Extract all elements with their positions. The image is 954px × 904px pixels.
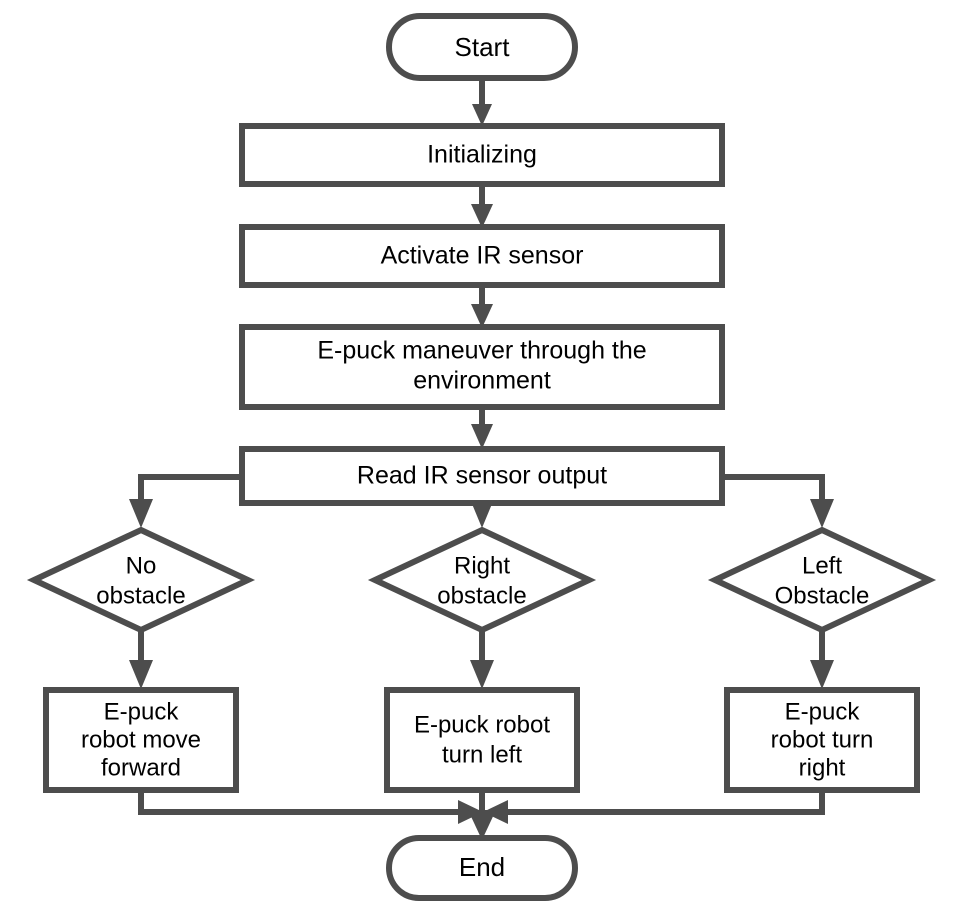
action-turn-left-label-line2: turn left	[442, 741, 522, 768]
maneuver-shape	[239, 324, 725, 410]
node-end[interactable]: End	[386, 835, 578, 901]
node-action-move-forward[interactable]: E-puck robot move forward	[43, 687, 239, 793]
end-label: End	[459, 852, 505, 882]
node-maneuver[interactable]: E-puck maneuver through the environment	[239, 324, 725, 410]
maneuver-label-line2: environment	[413, 367, 551, 395]
decision-right-obstacle-label-line2: obstacle	[437, 582, 526, 609]
action-turn-right-label-line1: E-puck	[785, 698, 861, 725]
read-ir-shape	[239, 446, 725, 506]
decision-right-obstacle-shape	[367, 526, 597, 634]
edge-decision-no-to-action-forward	[129, 630, 153, 689]
start-shape	[386, 13, 578, 81]
edge-start-to-initializing	[472, 78, 492, 126]
decision-no-obstacle-shape	[26, 526, 256, 634]
action-move-forward-label-line2: robot move	[81, 726, 201, 753]
start-label: Start	[455, 32, 511, 62]
edge-action-turn-right-to-end	[483, 790, 825, 824]
action-turn-right-shape	[724, 687, 920, 793]
node-decision-no-obstacle[interactable]: No obstacle	[26, 526, 256, 634]
initializing-label: Initializing	[427, 141, 537, 169]
end-shape	[386, 835, 578, 901]
edge-decision-right-to-action-turn-left	[470, 630, 494, 689]
maneuver-label-line1: E-puck maneuver through the	[317, 337, 646, 365]
node-decision-left-obstacle[interactable]: Left Obstacle	[707, 526, 937, 634]
action-move-forward-label-line1: E-puck	[104, 698, 180, 725]
edge-read-ir-to-decision-no	[129, 474, 242, 528]
edge-activate-ir-to-maneuver	[471, 285, 493, 328]
node-read-ir-sensor-output[interactable]: Read IR sensor output	[239, 446, 725, 506]
decision-left-obstacle-label-line2: Obstacle	[775, 582, 870, 609]
node-start[interactable]: Start	[386, 13, 578, 81]
node-action-turn-left[interactable]: E-puck robot turn left	[384, 687, 580, 793]
decision-no-obstacle-label-line2: obstacle	[96, 582, 185, 609]
action-turn-right-label-line2: robot turn	[771, 726, 874, 753]
activate-ir-label: Activate IR sensor	[381, 242, 584, 270]
read-ir-label: Read IR sensor output	[357, 462, 607, 490]
edge-decision-left-to-action-turn-right	[810, 630, 834, 689]
initializing-shape	[239, 123, 725, 187]
node-initializing[interactable]: Initializing	[239, 123, 725, 187]
action-turn-right-label-line3: right	[799, 754, 846, 781]
edge-initializing-to-activate-ir	[471, 184, 493, 228]
action-move-forward-shape	[43, 687, 239, 793]
action-turn-left-shape	[384, 687, 580, 793]
decision-right-obstacle-label-line1: Right	[454, 552, 510, 579]
node-activate-ir-sensor[interactable]: Activate IR sensor	[239, 224, 725, 288]
action-turn-left-label-line1: E-puck robot	[414, 711, 550, 738]
action-move-forward-label-line3: forward	[101, 754, 181, 781]
decision-left-obstacle-label-line1: Left	[802, 552, 842, 579]
edge-action-turn-left-to-end	[468, 790, 496, 840]
edge-read-ir-to-decision-left	[722, 474, 834, 528]
activate-ir-shape	[239, 224, 725, 288]
node-action-turn-right[interactable]: E-puck robot turn right	[724, 687, 920, 793]
edge-maneuver-to-read-ir	[471, 407, 493, 449]
decision-no-obstacle-label-line1: No	[126, 552, 157, 579]
edge-action-forward-to-end	[138, 790, 483, 824]
decision-left-obstacle-shape	[707, 526, 937, 634]
node-decision-right-obstacle[interactable]: Right obstacle	[367, 526, 597, 634]
